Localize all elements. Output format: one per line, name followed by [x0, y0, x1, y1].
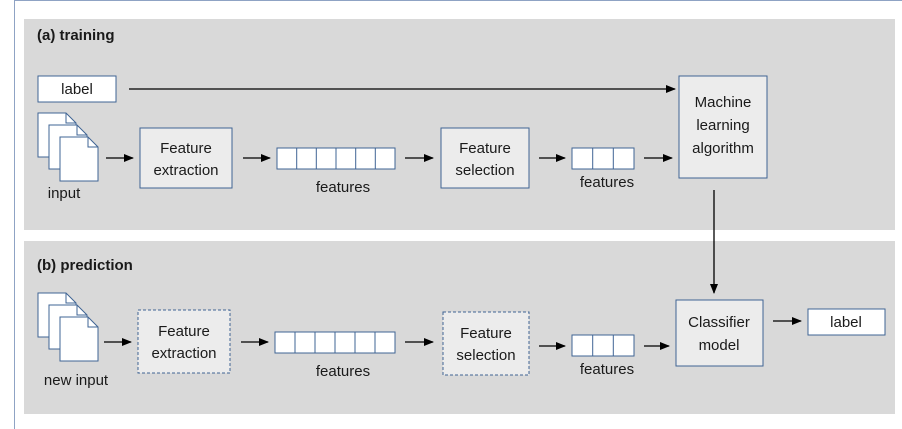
prediction-fs-line1: Feature: [460, 325, 512, 342]
prediction-feature-selection-box: [442, 311, 530, 376]
ml-line3: algorithm: [692, 140, 754, 157]
training-features-vector-1: [276, 147, 396, 170]
ml-line2: learning: [696, 117, 749, 134]
prediction-features-caption-1: features: [316, 363, 370, 380]
new-input-documents-icon: [37, 292, 99, 362]
prediction-label-text: label: [830, 314, 862, 331]
prediction-fs-line2: selection: [456, 347, 515, 364]
training-features-caption-2: features: [580, 174, 634, 191]
training-fe-line2: extraction: [153, 162, 218, 179]
ml-algorithm-box: [678, 75, 768, 179]
classifier-model-box: [675, 299, 764, 367]
input-documents-icon: [37, 112, 99, 182]
training-label-box: [37, 75, 117, 103]
training-features-vector-2: [571, 147, 635, 170]
ml-line1: Machine: [695, 94, 752, 111]
training-features-caption-1: features: [316, 179, 370, 196]
prediction-features-caption-2: features: [580, 361, 634, 378]
prediction-panel-title: (b) prediction: [37, 257, 133, 274]
prediction-features-vector-2: [571, 334, 635, 357]
training-feature-selection-box: [440, 127, 530, 189]
figure-frame: [14, 0, 902, 429]
prediction-feature-extraction-box: [137, 309, 231, 374]
prediction-label-box: [807, 308, 886, 336]
classifier-line2: model: [699, 337, 740, 354]
training-label-text: label: [61, 81, 93, 98]
prediction-fe-line1: Feature: [158, 323, 210, 340]
prediction-features-vector-1: [274, 331, 396, 354]
training-panel-title: (a) training: [37, 27, 115, 44]
training-fe-line1: Feature: [160, 140, 212, 157]
classifier-line1: Classifier: [688, 314, 750, 331]
prediction-input-caption: new input: [44, 372, 109, 389]
training-fs-line2: selection: [455, 162, 514, 179]
training-input-caption: input: [48, 185, 81, 202]
prediction-fe-line2: extraction: [151, 345, 216, 362]
training-feature-extraction-box: [139, 127, 233, 189]
training-fs-line1: Feature: [459, 140, 511, 157]
